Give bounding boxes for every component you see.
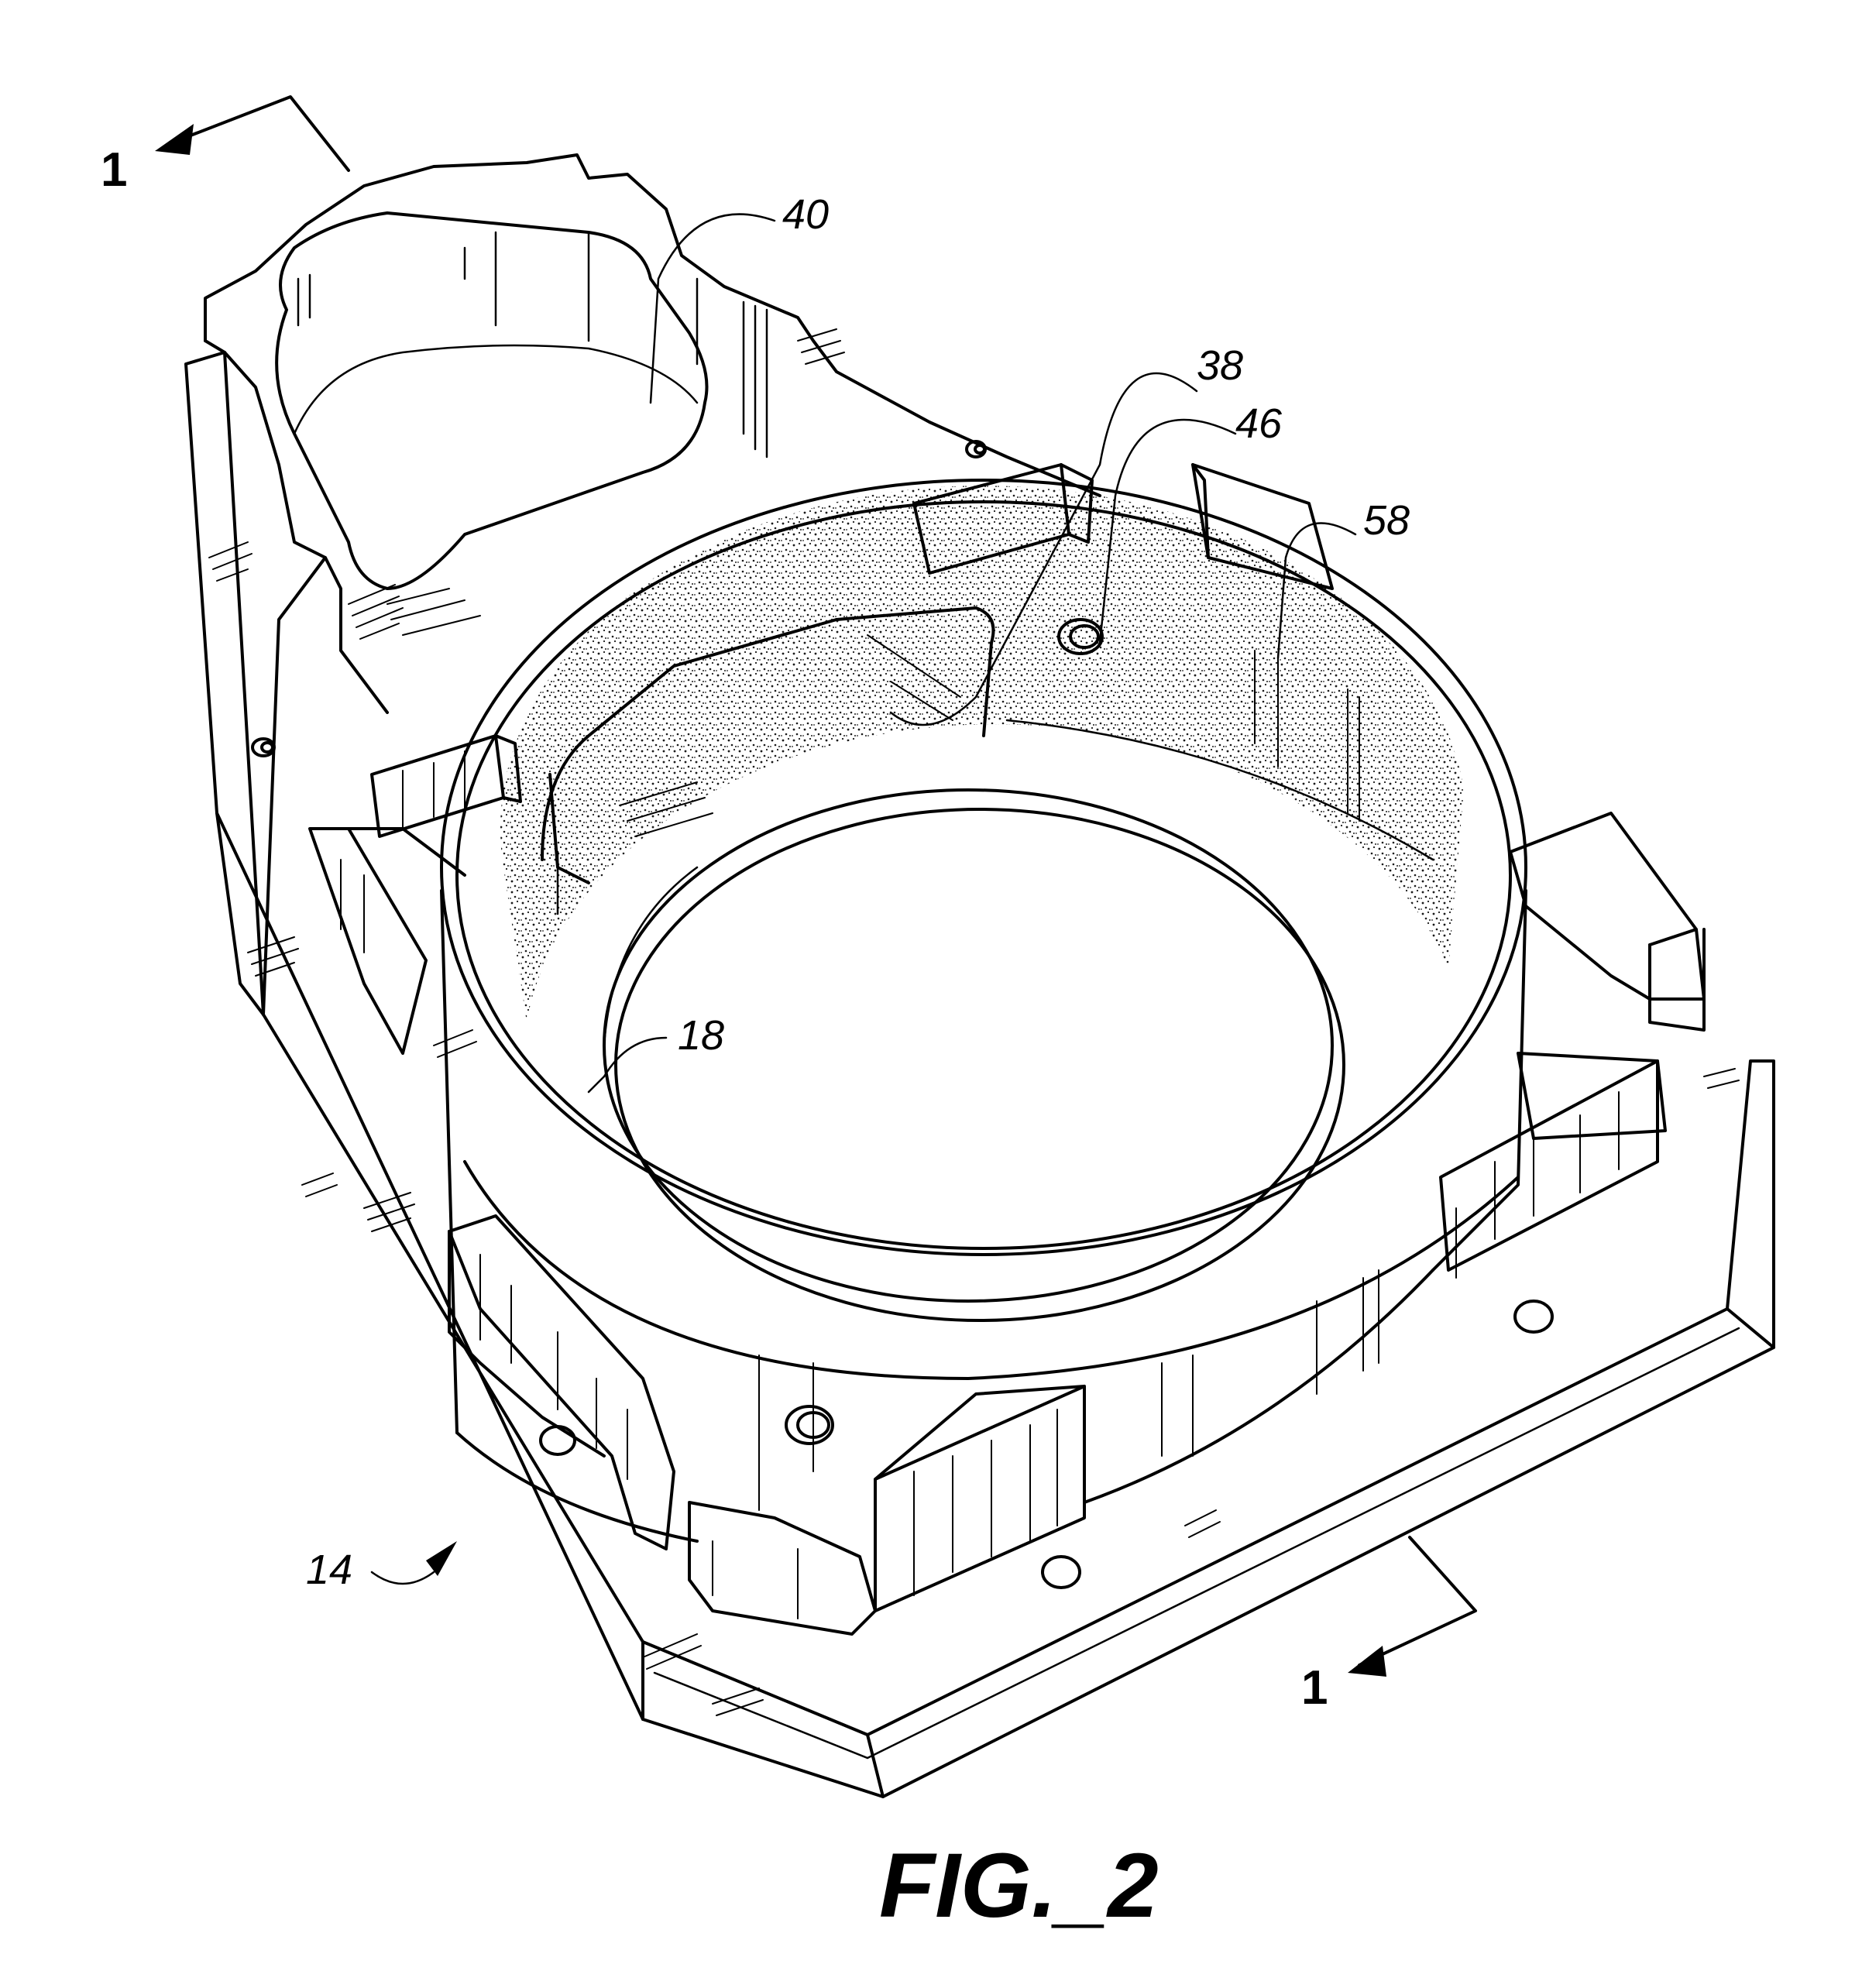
ref-numeral-40: 40 bbox=[782, 191, 829, 238]
section-label-bottom: 1 bbox=[1301, 1661, 1328, 1715]
plate-details bbox=[301, 1029, 1740, 1716]
ref-numeral-14: 14 bbox=[306, 1547, 352, 1593]
leader-lines bbox=[370, 213, 1357, 1585]
section-label-top: 1 bbox=[101, 143, 127, 197]
section-arrow-top: 1 bbox=[101, 95, 350, 197]
ref-numeral-18: 18 bbox=[678, 1012, 724, 1059]
ref-numeral-46: 46 bbox=[1235, 400, 1283, 447]
upper-lobe bbox=[204, 153, 1101, 1016]
ref-numeral-38: 38 bbox=[1197, 342, 1243, 389]
section-arrow-bottom: 1 bbox=[1301, 1536, 1477, 1715]
ref-numeral-58: 58 bbox=[1363, 497, 1410, 544]
stippled-wall-58 bbox=[500, 486, 1464, 1022]
main-ring bbox=[440, 479, 1527, 1543]
figure-caption: FIG._2 bbox=[879, 1835, 1159, 1937]
